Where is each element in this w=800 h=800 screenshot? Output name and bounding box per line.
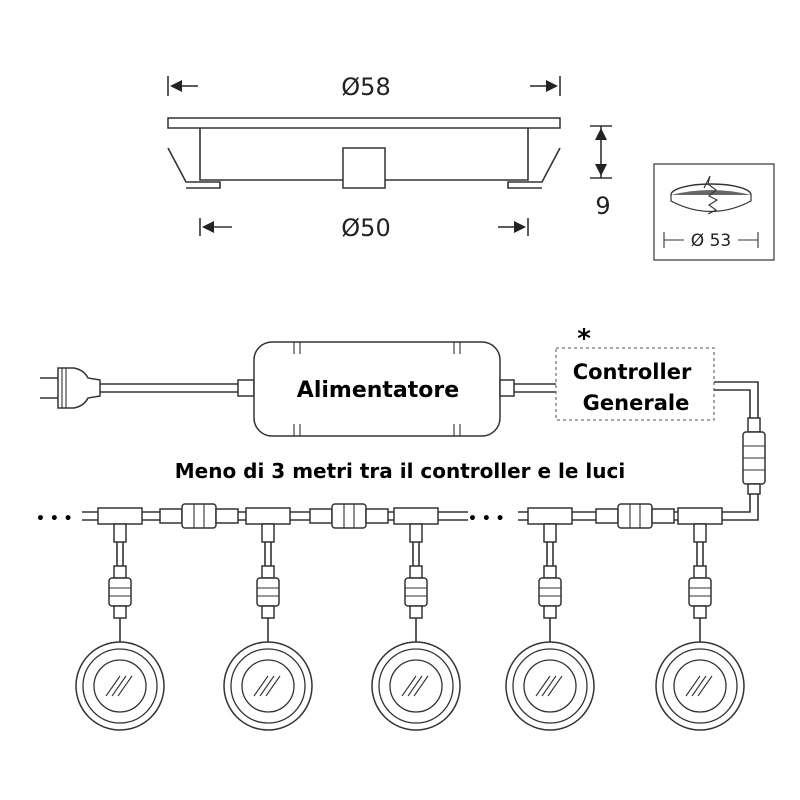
controller-general: * Controller Generale [555,324,759,421]
light-unit [505,507,595,731]
controller-label-line2: Generale [583,391,690,415]
power-supply-label: Alimentatore [297,378,459,403]
height-dimension: 9 [590,125,612,220]
inner-diameter-label: Ø50 [341,214,390,242]
asterisk-mark: * [577,324,591,354]
vertical-connector [720,417,766,521]
light-unit [75,507,165,731]
power-supply: Alimentatore [253,341,556,437]
middle-continuation-dots: • • • [468,511,505,527]
inline-connector [309,503,389,529]
light-side-view [167,117,561,189]
inline-connector [595,503,675,529]
cutout-diameter-label: Ø 53 [691,231,731,251]
light-unit [223,507,313,731]
inner-diameter-dimension: Ø50 [199,214,529,242]
light-unit [371,507,461,731]
outer-diameter-label: Ø58 [341,73,390,101]
controller-label-line1: Controller [573,360,692,384]
cutout-inset: Ø 53 [653,163,775,261]
left-continuation-dots: • • • [36,511,73,527]
distance-note: Meno di 3 metri tra il controller e le l… [175,459,625,483]
height-label: 9 [595,192,610,220]
power-plug-icon [40,367,255,409]
inline-connector [159,503,239,529]
outer-diameter-dimension: Ø58 [167,73,561,101]
light-unit [655,507,745,731]
light-units [75,507,745,731]
